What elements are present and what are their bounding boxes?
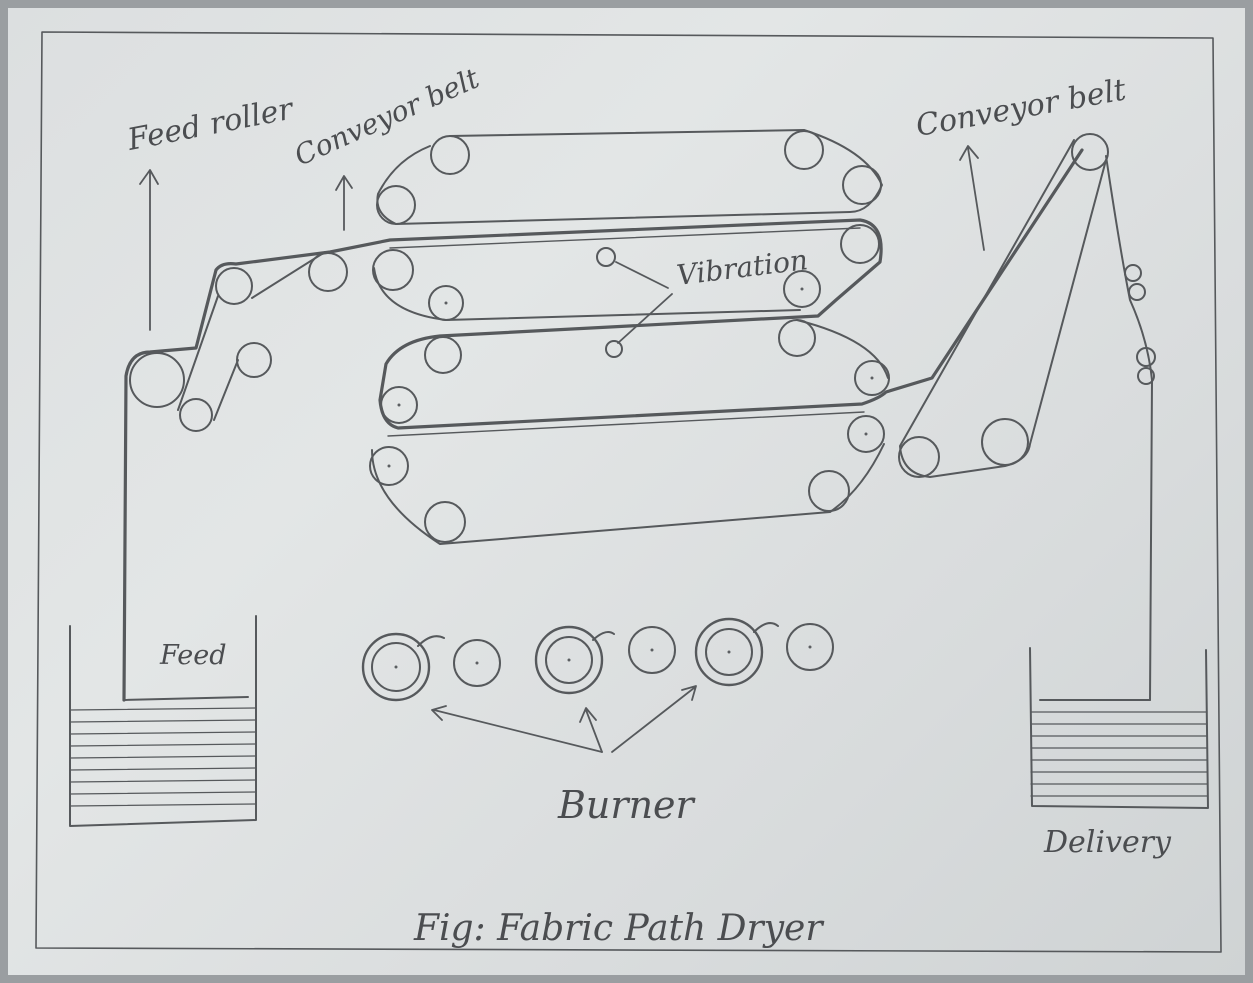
roller-centers [387, 287, 874, 669]
stacked-fabric [69, 707, 257, 807]
burner-1 [361, 632, 445, 702]
fabric-drop [123, 696, 249, 701]
roller [380, 386, 418, 424]
roller [424, 501, 466, 543]
belt-loop [373, 267, 801, 321]
figure-caption: Fig: Fabric Path Dryer [413, 908, 824, 949]
lower-conveyor [380, 319, 890, 424]
diagram-border [35, 31, 1222, 953]
bottom-conveyor [369, 415, 885, 545]
fabric-path [122, 148, 1084, 702]
arrow-feed-roller [139, 169, 159, 331]
right-conveyor [898, 133, 1156, 701]
fabric-path-inner [387, 227, 865, 437]
small-roller [1128, 283, 1146, 301]
belt-loop [796, 319, 889, 379]
delivery-bin-outline [1029, 647, 1209, 809]
small-roller [1124, 264, 1142, 282]
delivery-bin [1029, 647, 1209, 809]
vibration-roller-small [605, 340, 623, 358]
feed-roller [129, 352, 185, 408]
upper-conveyor [376, 129, 883, 225]
burner-3 [694, 617, 779, 687]
paper-sheet [8, 8, 1245, 975]
feed-roller-small [179, 398, 213, 432]
arrow-burner-3 [611, 685, 697, 753]
arrow-burner-1 [431, 705, 603, 753]
belt-loop [376, 129, 883, 225]
burner-roller [628, 626, 676, 674]
roller [424, 336, 462, 374]
arrows [139, 145, 985, 753]
top-roller [1071, 133, 1109, 171]
stacked-fabric [1030, 711, 1208, 797]
vibration-roller-small [596, 247, 616, 267]
small-roller [1136, 347, 1156, 367]
feed-bin [69, 615, 257, 827]
small-roller [1137, 367, 1155, 385]
roller [784, 130, 824, 170]
roller [376, 185, 416, 225]
roller [372, 249, 414, 291]
arrow-burner-2 [579, 707, 603, 753]
label-conveyor-belt-right: Conveyor belt [913, 72, 1129, 144]
belt-loop [371, 443, 885, 545]
roller [369, 446, 409, 486]
fabric-to-delivery [1105, 155, 1153, 701]
belt-line [251, 251, 326, 299]
label-feed-roller: Feed roller [124, 91, 297, 158]
burners [361, 617, 834, 702]
label-burner: Burner [557, 783, 697, 827]
burner-roller [453, 639, 501, 687]
feed-roller-group [129, 251, 348, 432]
label-conveyor-belt-left: Conveyor belt [289, 61, 484, 172]
belt-line [213, 359, 239, 421]
arrow-conveyor-right [959, 145, 985, 251]
belt-loop [899, 139, 1107, 478]
arrow-conveyor-left [335, 175, 353, 231]
roller [430, 135, 470, 175]
burner-2 [534, 625, 615, 695]
label-delivery: Delivery [1043, 825, 1172, 860]
arrow-vibration-upper [615, 261, 669, 289]
middle-conveyor [372, 224, 880, 321]
roller [783, 270, 821, 308]
label-feed: Feed [159, 640, 227, 671]
roller [847, 415, 885, 453]
belt-line [177, 295, 219, 411]
label-vibration: Vibration [675, 243, 810, 292]
feed-roller-guide-lower [236, 342, 272, 378]
roller [840, 224, 880, 264]
roller [778, 319, 816, 357]
feed-roller-guide [215, 267, 253, 305]
arrow-vibration-lower [617, 293, 673, 344]
feed-bin-outline [69, 615, 257, 827]
roller [898, 436, 940, 478]
roller [808, 470, 850, 512]
burner-roller [786, 623, 834, 671]
